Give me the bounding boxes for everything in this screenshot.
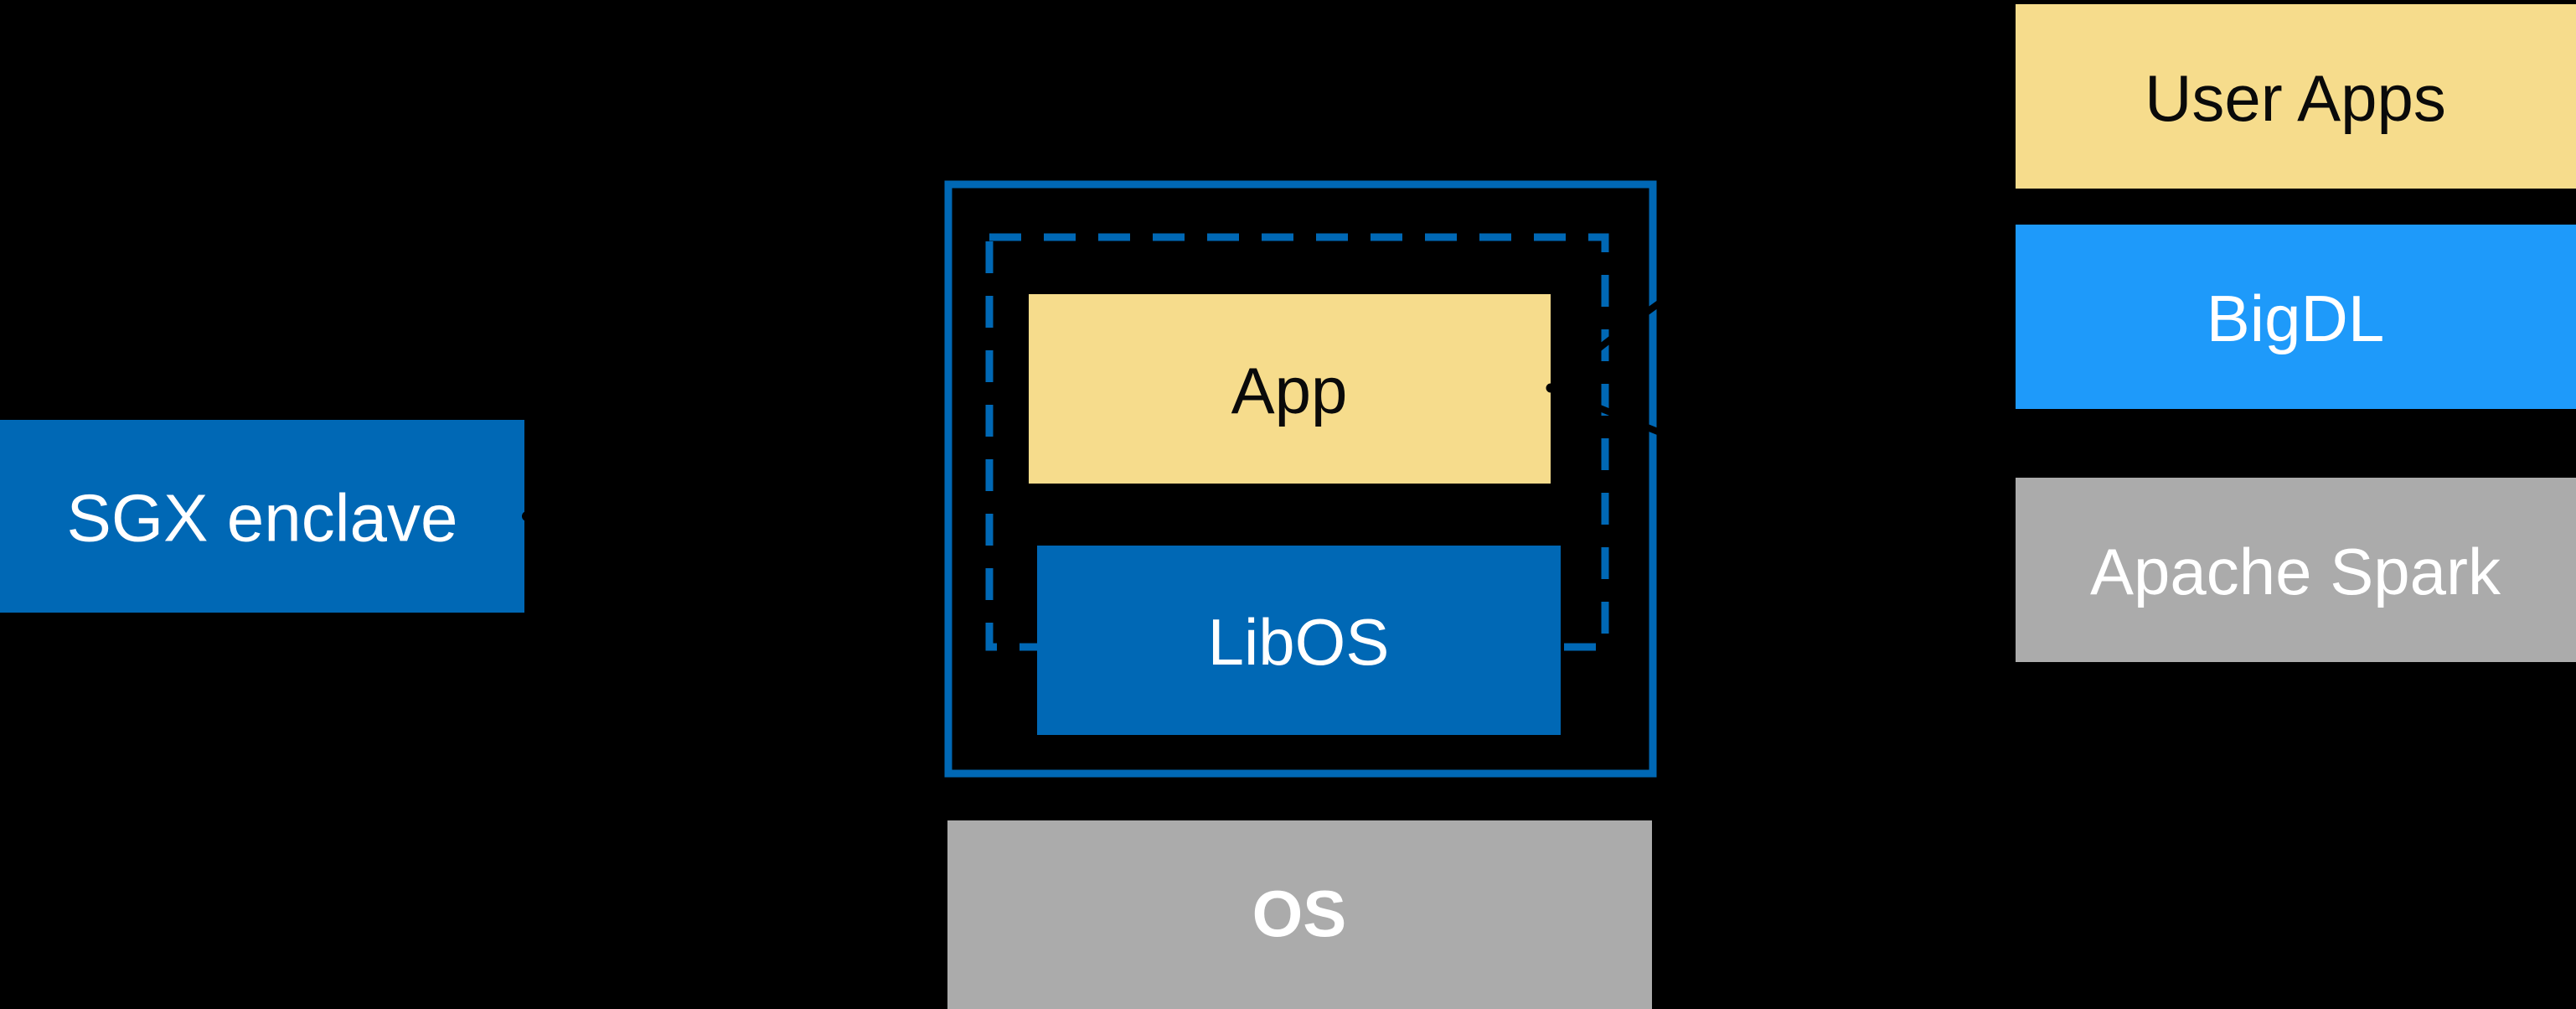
apache-spark-box [2016, 478, 2576, 662]
user-apps-label: User Apps [2145, 61, 2446, 135]
libos-box [1037, 546, 1561, 735]
sgx-enclave-box [0, 420, 524, 613]
connector-dot-sgx [522, 511, 532, 521]
enclave-outer-border [944, 180, 1657, 778]
libos-label: LibOS [1208, 605, 1390, 679]
bigdl-box [2016, 225, 2576, 409]
app-label: App [1231, 354, 1348, 427]
sgx-enclave-label: SGX enclave [67, 481, 458, 556]
connector-app-to-apache-spark [1549, 385, 2012, 575]
apache-spark-label: Apache Spark [2090, 535, 2501, 608]
os-label: OS [1252, 877, 1347, 950]
os-box [947, 820, 1652, 1009]
app-box [1029, 294, 1551, 484]
bigdl-label: BigDL [2207, 282, 2384, 355]
connector-dot-app [1546, 383, 1556, 393]
connector-app-to-user-apps [1548, 85, 2012, 391]
user-apps-box [2016, 4, 2576, 189]
